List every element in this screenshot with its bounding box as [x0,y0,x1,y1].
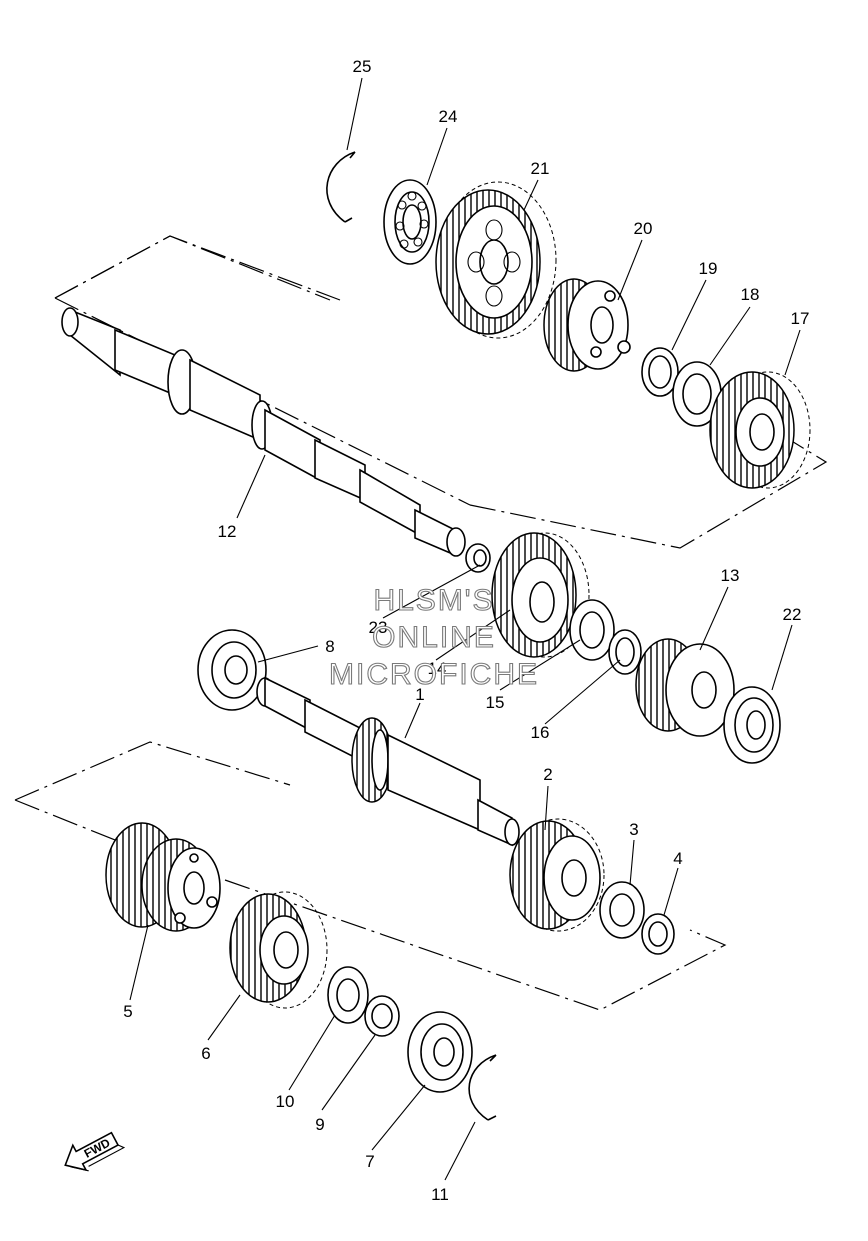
part-label-1: 1 [415,685,424,704]
bearing-7 [407,1011,473,1093]
gear-21 [435,181,557,339]
gear-6 [229,891,328,1009]
watermark-line-2: ONLINE [372,621,496,654]
gear-17 [709,371,811,489]
circlip-11 [468,1054,497,1121]
part-label-12: 12 [218,522,237,541]
shaft-1 [256,676,520,847]
circlip-19 [641,347,679,397]
circlip-25 [326,151,356,223]
washer-15 [569,599,615,661]
watermark-line-1: HLSM'S [373,584,494,617]
gear-2 [509,818,605,932]
upper-group-outline [54,235,828,549]
shaft-12 [61,307,466,557]
washer-3 [599,881,645,939]
watermark-line-3: MICROFICHE [329,658,539,691]
part-label-23: 23 [369,618,388,637]
fwd-arrow-icon: FWD [64,1131,126,1172]
gear-13 [635,638,735,737]
part-label-14: 14 [428,659,447,678]
part-label-7: 7 [365,1152,374,1171]
bearing-8 [197,629,267,711]
part-label-17: 17 [791,309,810,328]
part-label-3: 3 [629,820,638,839]
bearing-22 [723,686,781,764]
part-label-18: 18 [741,285,760,304]
part-label-19: 19 [699,259,718,278]
part-label-20: 20 [634,219,653,238]
part-numbers: 1 2 3 4 5 6 7 8 9 10 11 12 13 14 15 16 1… [123,57,809,1204]
gear-5 [105,822,221,932]
upper-group-boundary [54,235,331,301]
part-label-21: 21 [531,159,550,178]
washer-10 [327,966,369,1024]
circlip-9 [364,995,400,1037]
part-label-5: 5 [123,1002,132,1021]
part-label-9: 9 [315,1115,324,1134]
gear-20 [543,278,631,372]
part-label-24: 24 [439,107,458,126]
part-label-8: 8 [325,637,334,656]
lower-group-outline [14,741,727,1011]
circlip-16 [608,629,642,675]
washer-18 [672,361,722,427]
leader-lines [129,77,801,1181]
part-label-6: 6 [201,1044,210,1063]
part-label-10: 10 [276,1092,295,1111]
part-label-2: 2 [543,765,552,784]
part-label-11: 11 [431,1185,449,1204]
part-label-4: 4 [673,849,682,868]
part-label-22: 22 [783,605,802,624]
collar-23 [465,543,491,573]
circlip-4 [641,913,675,955]
part-label-16: 16 [531,723,550,742]
part-label-13: 13 [721,566,740,585]
part-label-25: 25 [353,57,372,76]
bearing-24 [383,179,437,265]
part-label-15: 15 [486,693,505,712]
watermark: HLSM'S ONLINE MICROFICHE [328,583,539,691]
gear-14 [491,532,590,658]
